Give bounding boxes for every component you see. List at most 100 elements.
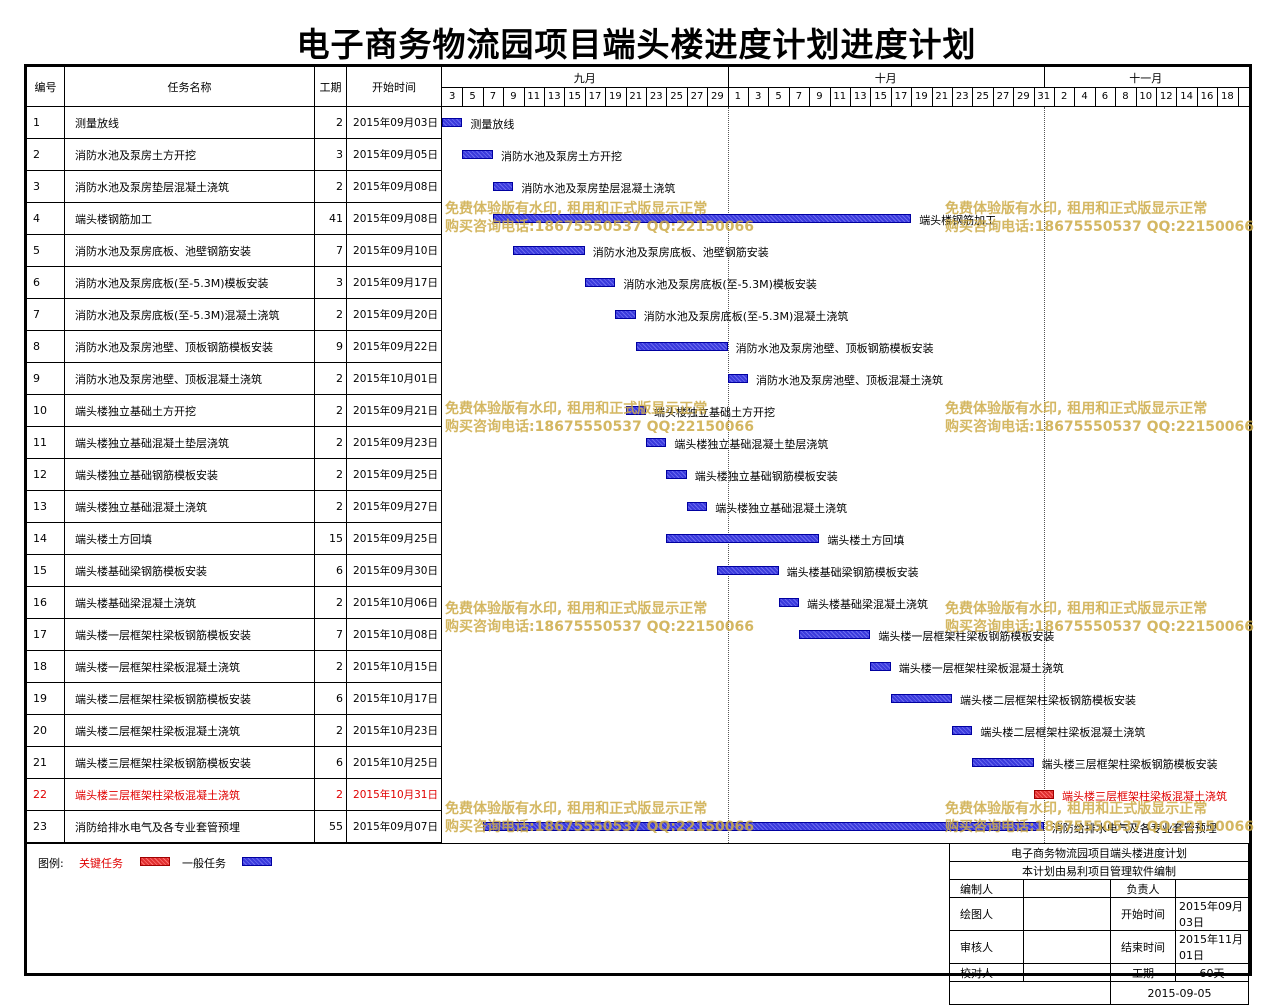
task-bar[interactable] [493,214,912,223]
day-label: 31 [1037,91,1051,102]
task-no: 15 [27,555,65,587]
task-bar[interactable] [799,630,871,639]
task-bar[interactable] [615,310,636,319]
task-bar[interactable] [717,566,779,575]
task-bar[interactable] [513,246,585,255]
day-label: 15 [568,91,581,102]
day-label: 5 [469,91,476,102]
day-divider [788,87,790,107]
task-duration: 2 [315,171,347,203]
task-no: 13 [27,491,65,523]
task-no: 16 [27,587,65,619]
task-name: 端头楼一层框架柱梁板钢筋模板安装 [65,619,315,651]
task-name: 端头楼二层框架柱梁板钢筋模板安装 [65,683,315,715]
task-bar[interactable] [493,182,514,191]
month-divider [727,67,729,87]
task-bar[interactable] [870,662,891,671]
task-bar[interactable] [666,534,820,543]
day-divider [972,87,974,107]
task-start: 2015年09月07日 [347,811,442,843]
task-bar-label: 消防水池及泵房底板(至-5.3M)混凝土浇筑 [643,310,849,323]
task-duration: 3 [315,139,347,171]
info-subtitle: 本计划由易利项目管理软件编制 [949,861,1249,880]
task-bar[interactable] [635,342,728,351]
day-label: 5 [775,91,782,102]
day-divider [748,87,749,107]
task-no: 7 [27,299,65,331]
day-label: 27 [690,91,704,102]
task-bar[interactable] [972,758,1034,767]
task-no: 9 [27,363,65,395]
day-divider [911,87,913,107]
task-duration: 6 [315,555,347,587]
task-bar[interactable] [778,598,799,607]
header-name: 任务名称 [65,67,315,107]
task-start: 2015年09月08日 [347,203,442,235]
page-title: 电子商务物流园项目端头楼进度计划进度计划 [296,25,977,64]
task-duration: 2 [315,299,347,331]
task-bar[interactable] [646,438,667,447]
day-divider [809,87,811,107]
task-no: 23 [27,811,65,843]
task-bar[interactable] [890,694,952,703]
task-duration: 7 [315,235,347,267]
task-bar[interactable] [462,150,493,159]
task-bar[interactable] [482,822,1044,831]
task-bar[interactable] [727,374,748,383]
day-label: 2 [1061,91,1068,102]
day-label: 12 [1159,91,1173,102]
day-divider [503,87,505,107]
day-divider [931,87,933,107]
task-bar[interactable] [666,470,687,479]
task-no: 18 [27,651,65,683]
task-bar[interactable] [1033,790,1054,799]
month-label: 十一月 [1129,72,1163,85]
day-header-bottom [442,106,1249,107]
task-bar-label: 消防水池及泵房土方开挖 [501,150,622,163]
day-label: 15 [874,91,887,102]
day-divider [482,87,484,107]
day-label: 21 [629,91,643,102]
task-duration: 55 [315,811,347,843]
task-bar-label: 消防水池及泵房池壁、顶板钢筋模板安装 [735,342,934,355]
legend-label: 图例: [38,857,64,870]
task-bar[interactable] [625,406,646,415]
info-compiler-label: 编制人 [949,879,1024,898]
task-name: 端头楼一层框架柱梁板混凝土浇筑 [65,651,315,683]
task-name: 端头楼土方回填 [65,523,315,555]
day-divider [870,87,872,107]
task-duration: 7 [315,619,347,651]
task-no: 11 [27,427,65,459]
task-duration: 2 [315,427,347,459]
day-label: 13 [547,91,561,102]
task-name: 消防水池及泵房池壁、顶板钢筋模板安装 [65,331,315,363]
task-bar-label: 端头楼独立基础混凝土浇筑 [715,502,848,515]
task-bar[interactable] [442,118,463,127]
day-divider [829,87,831,107]
day-label: 17 [894,91,908,102]
day-divider [1156,87,1157,107]
task-bar-label: 端头楼三层框架柱梁板混凝土浇筑 [1062,790,1227,803]
day-divider [1094,87,1096,107]
info-block: 电子商务物流园项目端头楼进度计划 本计划由易利项目管理软件编制 编制人负责人 绘… [949,843,1249,1005]
task-no: 6 [27,267,65,299]
day-divider [584,87,586,107]
task-no: 4 [27,203,65,235]
task-bar-label: 消防给排水电气及各专业套管预埋 [1051,822,1217,835]
task-bar[interactable] [952,726,973,735]
day-divider [1054,87,1055,107]
day-label: 14 [1180,91,1193,102]
info-duration-label: 工期 [1110,963,1176,982]
task-name: 端头楼基础梁混凝土浇筑 [65,587,315,619]
task-name: 端头楼独立基础混凝土垫层浇筑 [65,427,315,459]
task-bar-label: 端头楼三层框架柱梁板钢筋模板安装 [1041,758,1218,771]
task-duration: 2 [315,107,347,139]
task-name: 端头楼独立基础土方开挖 [65,395,315,427]
task-bar[interactable] [584,278,616,287]
task-start: 2015年09月25日 [347,523,442,555]
task-name: 消防给排水电气及各专业套管预埋 [65,811,315,843]
task-bar[interactable] [686,502,708,511]
task-start: 2015年09月03日 [347,107,442,139]
task-start: 2015年09月10日 [347,235,442,267]
